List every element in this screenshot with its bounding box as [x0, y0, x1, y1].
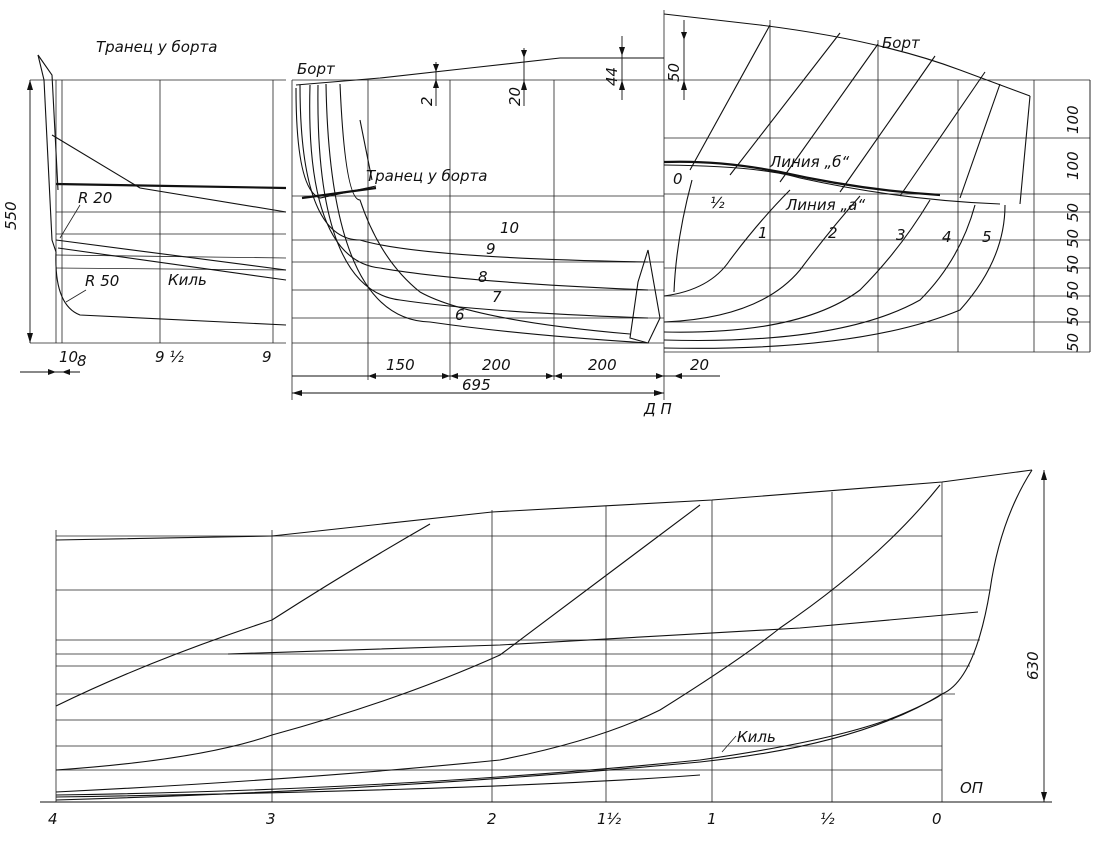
half-breadth-sheer-label: Борт [882, 34, 921, 52]
bow-line-8: 8 [478, 268, 488, 286]
stern-station-8: 8 [77, 352, 87, 370]
hb-dim-50-e: 50 [1064, 307, 1082, 326]
dim-20: 20 [506, 87, 524, 106]
dim-695: 695 [462, 376, 491, 394]
bow-transom-label: Транец у борта [366, 167, 487, 185]
dim-200-a: 200 [482, 356, 511, 374]
radius-50-label: R 50 [85, 272, 119, 290]
hb-dim-50-a: 50 [1064, 203, 1082, 222]
dim-2: 2 [418, 96, 436, 106]
profile-station-half: ½ [820, 810, 835, 828]
bow-line-9: 9 [486, 240, 496, 258]
radius-20-label: R 20 [78, 189, 112, 207]
hb-dim-50-b: 50 [1064, 229, 1082, 248]
profile-station-2: 2 [487, 810, 497, 828]
hb-station-1: 1 [758, 224, 768, 242]
profile-height-label: 630 [1024, 651, 1042, 680]
stern-height-label: 550 [2, 201, 20, 230]
hb-station-5: 5 [982, 228, 992, 246]
hb-station-4: 4 [942, 228, 952, 246]
hb-station-3: 3 [896, 226, 906, 244]
profile-station-1-half: 1½ [597, 810, 622, 828]
dim-150: 150 [386, 356, 415, 374]
line-a-label: Линия „а“ [785, 196, 865, 214]
hb-station-2: 2 [828, 224, 838, 242]
hb-station-0: 0 [673, 170, 683, 188]
dim-44: 44 [603, 67, 621, 86]
stern-body-plan: 550 Транец у борта R 20 R 50 Киль 10 8 9… [2, 38, 287, 375]
profile-plan: 630 Киль ОП 4 3 2 1½ 1 ½ 0 [40, 469, 1052, 828]
profile-station-3: 3 [266, 810, 276, 828]
hb-dim-50-top: 50 [665, 63, 683, 82]
hb-dim-20: 20 [690, 356, 709, 374]
baseline-label: ОП [960, 779, 983, 797]
profile-station-1: 1 [707, 810, 717, 828]
bow-line-7: 7 [492, 288, 502, 306]
hb-dim-50-c: 50 [1064, 255, 1082, 274]
line-b-label: Линия „б“ [769, 153, 849, 171]
profile-station-0: 0 [932, 810, 942, 828]
bow-line-10: 10 [500, 219, 519, 237]
dim-200-b: 200 [588, 356, 617, 374]
profile-keel-label: Киль [737, 728, 776, 746]
bow-line-6: 6 [455, 306, 465, 324]
profile-station-4: 4 [48, 810, 58, 828]
hb-dim-50-d: 50 [1064, 281, 1082, 300]
hb-dim-100-b: 100 [1064, 151, 1082, 180]
bow-sheer-label: Борт [297, 60, 336, 78]
stern-transom-label: Транец у борта [96, 38, 217, 56]
bow-body-plan: Борт Транец у борта 10 9 8 7 6 2 20 44 1… [291, 10, 672, 418]
stern-station-9: 9 [262, 348, 272, 366]
stern-station-9-half: 9 ½ [155, 348, 184, 366]
hb-dim-100-a: 100 [1064, 105, 1082, 134]
stern-keel-label: Киль [168, 271, 207, 289]
stern-station-10: 10 [59, 348, 78, 366]
hb-dim-50-f: 50 [1064, 333, 1082, 352]
centerline-label: Д П [643, 400, 672, 418]
hb-station-half: ½ [710, 194, 725, 212]
half-breadth-plan: Борт Линия „б“ Линия „а“ 0 ½ 1 2 3 4 5 5… [663, 13, 1091, 379]
